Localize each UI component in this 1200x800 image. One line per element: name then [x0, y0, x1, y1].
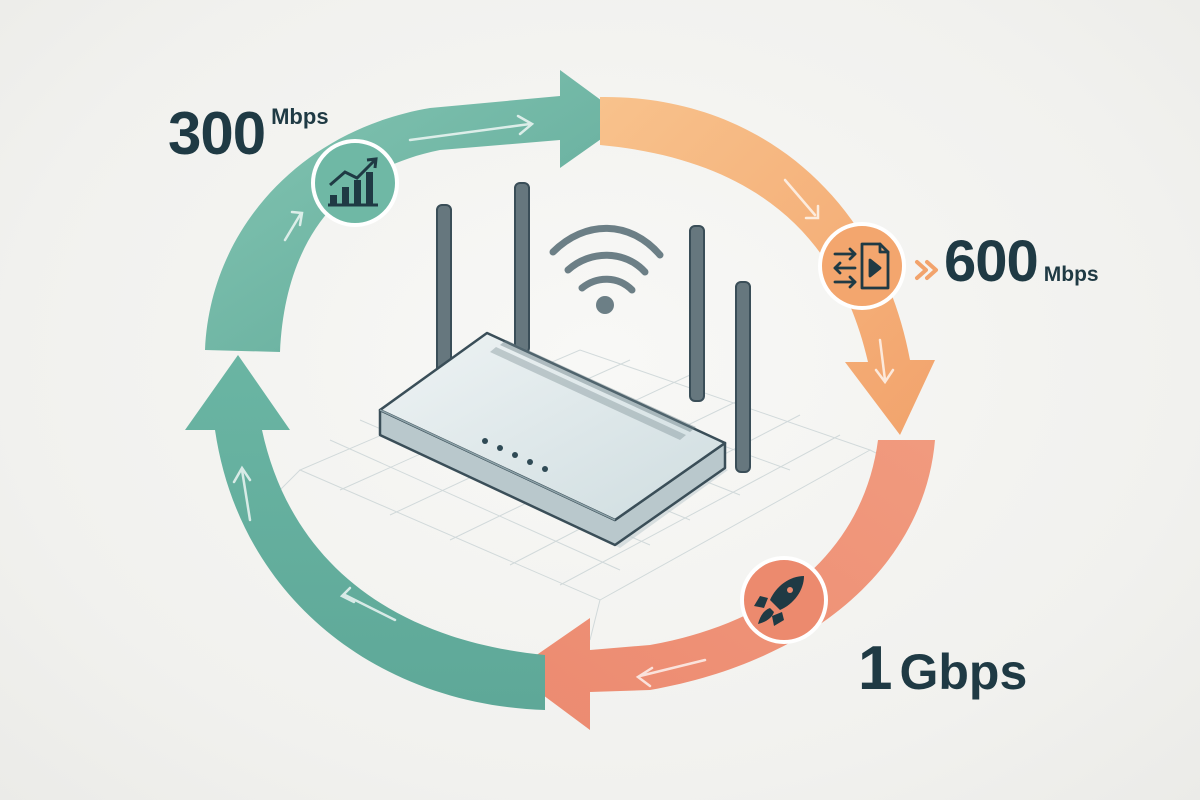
tier-badge-600 — [818, 222, 906, 310]
speed-value: 300 — [168, 100, 266, 167]
speed-value: 600 — [944, 229, 1039, 294]
rocket-icon — [754, 576, 804, 626]
router-leds — [482, 438, 548, 472]
arrow-coral-bottom — [512, 440, 935, 730]
arrow-teal-left — [185, 355, 545, 710]
speed-unit: Gbps — [899, 644, 1028, 700]
speed-unit: Mbps — [1043, 263, 1099, 286]
speed-unit: Mbps — [271, 104, 329, 129]
router-vents — [490, 340, 696, 440]
speed-value: 1 — [858, 634, 892, 703]
file-transfer-icon — [833, 242, 890, 290]
inner-direction-arrows — [232, 114, 895, 688]
wifi-signal-icon — [549, 224, 664, 314]
arrow-teal-top — [205, 70, 628, 352]
tier-badge-300 — [311, 139, 399, 227]
bar-chart-growth-icon — [328, 157, 378, 207]
chevrons-icon — [915, 260, 938, 280]
wifi-router-icon — [378, 182, 751, 548]
tier-badge-1g — [740, 556, 828, 644]
